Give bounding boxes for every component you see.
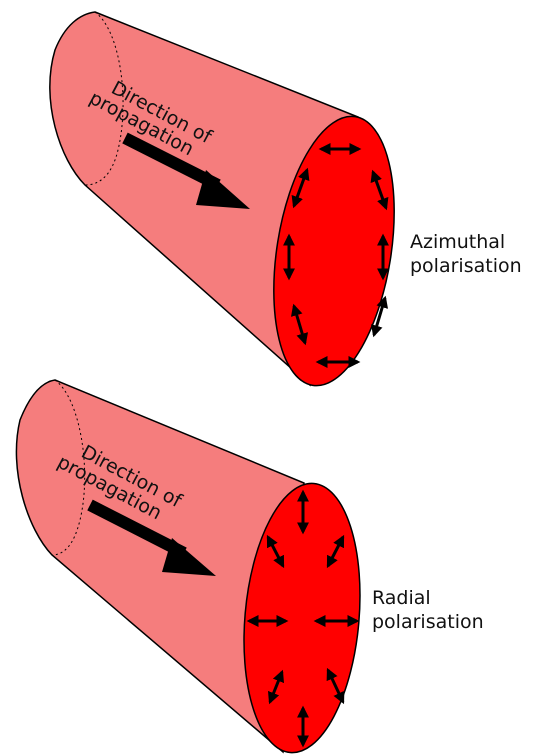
azimuthal-label-line1: Azimuthal [410,231,505,253]
radial-beam-diagram: Direction of propagation Radial polarisa… [16,380,483,755]
azimuthal-label-line2: polarisation [410,255,522,277]
azimuthal-beam-diagram: Direction of propagation Azimuthal polar… [50,12,522,394]
radial-label-line1: Radial [372,587,431,609]
radial-label-line2: polarisation [372,611,484,633]
